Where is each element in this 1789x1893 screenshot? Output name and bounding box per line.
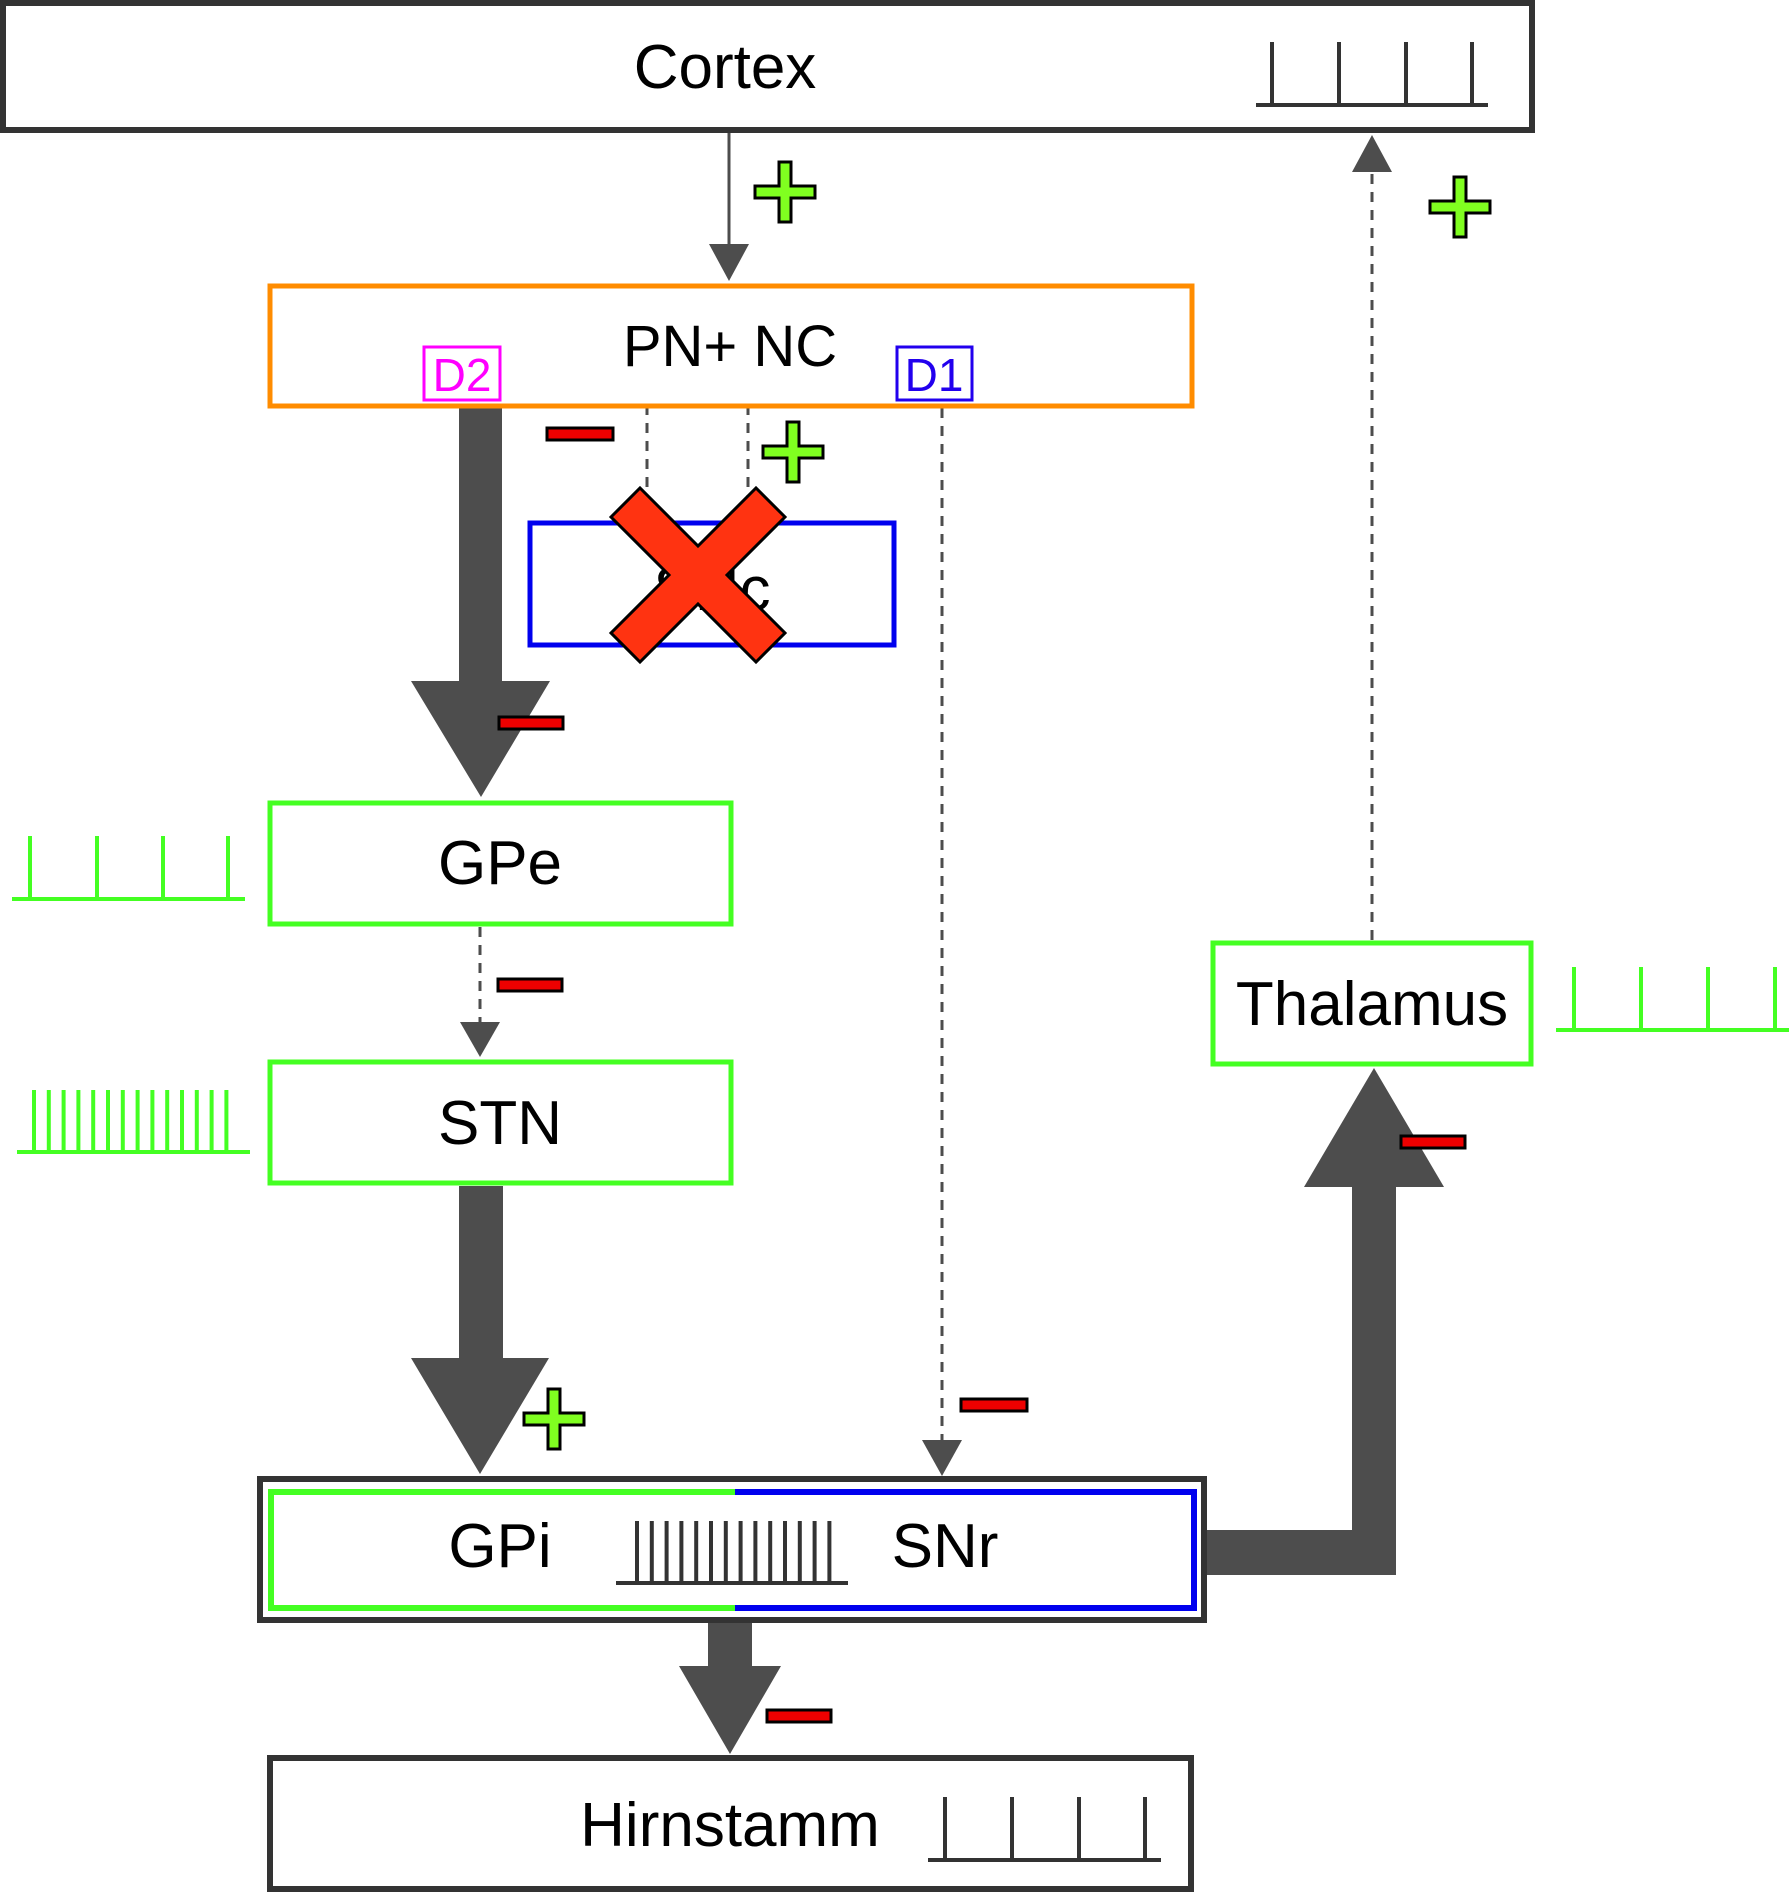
gpi-label: GPi [448,1512,551,1581]
striatum-to-gpe-arrow [411,408,550,797]
spike-train-icon [12,836,245,901]
spike-train-icon [616,1521,848,1585]
x-lesion-icon [608,485,788,665]
minus-icon [765,1708,833,1724]
cortex-label: Cortex [634,33,817,102]
spike-train-icon [17,1090,250,1154]
cortex-to-striatum-arrow [709,133,749,281]
spike-train-icon [1556,967,1789,1032]
stn-box: STN [267,1059,734,1186]
minus-icon [1399,1134,1467,1150]
plus-icon [753,160,817,224]
plus-icon [761,420,825,484]
thalamus-to-cortex-arrow [1352,135,1392,940]
gpi-to-thalamus-arrow [1206,1068,1444,1575]
gpe-to-stn-arrow [460,927,500,1057]
brainstem-label: Hirnstamm [580,1791,880,1860]
plus-icon [1428,175,1492,239]
stn-to-gpi-arrow [411,1186,549,1474]
gpi-to-brainstem-arrow [679,1620,781,1754]
d1-label: D1 [905,349,964,401]
d2-label: D2 [433,349,492,401]
minus-icon [497,715,565,731]
striatum-label: PN+ NC [623,314,837,379]
d1-to-snr-arrow [922,408,962,1476]
thalamus-box: Thalamus [1210,940,1534,1067]
gpe-label: GPe [438,829,562,898]
brainstem-box: Hirnstamm [267,1755,1194,1892]
d1-receptor-box: D1 [895,345,974,402]
minus-icon [545,426,615,442]
striatum-box: PN+ NC [267,283,1195,409]
cortex-box: Cortex [0,0,1535,133]
spike-train-icon [928,1797,1161,1862]
stn-label: STN [438,1089,562,1158]
minus-icon [496,977,564,993]
snr-label: SNr [892,1512,999,1581]
spike-trains [12,42,1789,1862]
minus-icon [959,1397,1029,1413]
d2-receptor-box: D2 [422,345,502,402]
thalamus-label: Thalamus [1236,970,1508,1039]
gpi-snr-box: GPi SNr [257,1476,1207,1623]
synapse-signs [496,160,1492,1724]
gpe-box: GPe [267,800,734,927]
plus-icon [522,1387,586,1451]
spike-train-icon [1256,42,1488,107]
